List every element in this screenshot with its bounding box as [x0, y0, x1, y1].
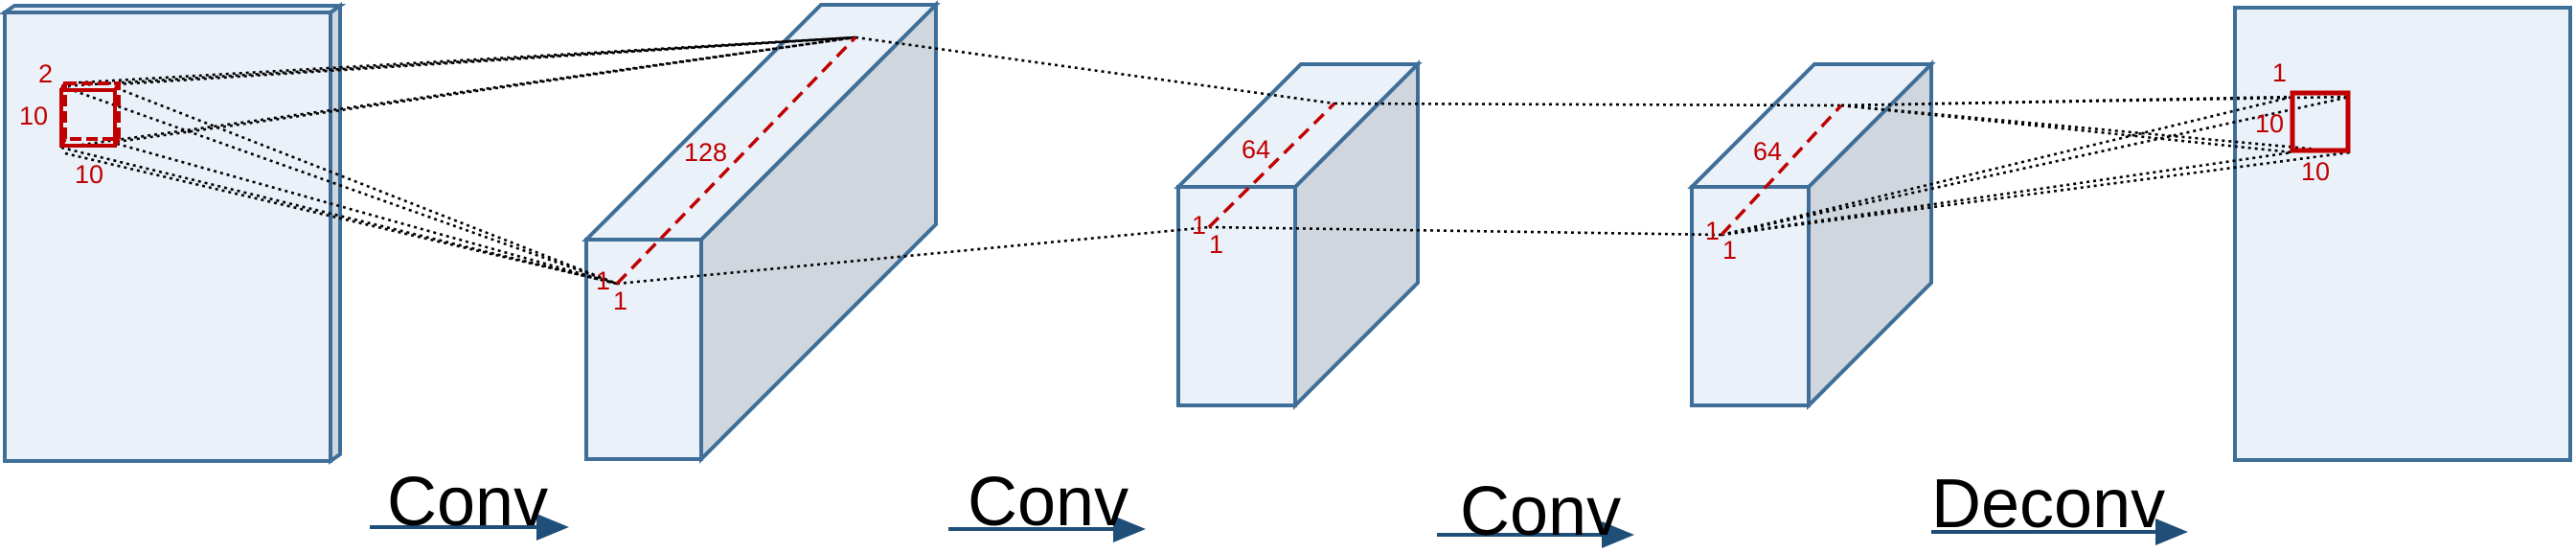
connector-line — [1840, 104, 2351, 154]
connector-line — [64, 151, 618, 286]
output-patch — [2290, 90, 2351, 153]
conv-block-2-height-label: 1 — [1192, 211, 1206, 240]
arrow-head-icon — [1113, 516, 1146, 542]
input-patch — [59, 81, 121, 148]
connector-line — [855, 35, 1335, 105]
input-patch-front — [59, 88, 117, 148]
conv-block-1-depth-label: 128 — [684, 138, 727, 167]
operation-label-4: Deconv — [1931, 466, 2165, 542]
output-image-front — [2233, 6, 2572, 462]
connector-line — [1721, 150, 2351, 237]
arrow-head-icon — [2155, 518, 2188, 545]
conv-block-3-front — [1690, 185, 1811, 407]
output-patch-depth-label: 1 — [2272, 58, 2287, 87]
connector-line — [116, 86, 618, 286]
conv-block-3-width-label: 1 — [1722, 236, 1737, 265]
conv-block-3-height-label: 1 — [1705, 217, 1720, 245]
conv-block-3-depth-label: 64 — [1753, 137, 1782, 166]
conv-block-2-width-label: 1 — [1209, 230, 1223, 259]
input-patch-edge — [59, 138, 67, 147]
conv-block-3-depth-line — [1720, 104, 1843, 237]
output-patch-width-label: 10 — [2301, 157, 2330, 186]
input-patch-edge — [113, 138, 121, 147]
conv-block-1 — [581, 0, 941, 464]
operation-label-3: Conv — [1460, 473, 1621, 550]
conv-block-2 — [1174, 59, 1423, 410]
input-image — [0, 2, 347, 465]
input-image-front — [3, 11, 332, 463]
input-patch-edge — [113, 82, 121, 91]
operation-label-2: Conv — [968, 464, 1128, 541]
conv-block-1-height-label: 1 — [596, 266, 610, 295]
conv-block-2-depth-line — [1207, 102, 1336, 229]
operation-label-1: Conv — [387, 464, 548, 541]
conv-block-3 — [1687, 59, 1936, 410]
conv-block-1-front — [584, 238, 703, 461]
conv-block-2-front — [1176, 185, 1297, 407]
input-patch-height-label: 10 — [19, 102, 48, 130]
connector-line — [1208, 225, 1722, 237]
connector-line — [116, 35, 856, 86]
input-patch-back — [63, 81, 121, 141]
conv-block-1-depth-line — [615, 35, 857, 286]
input-patch-depth-label: 2 — [38, 59, 53, 88]
conv-block-1-width-label: 1 — [613, 287, 627, 315]
connector-line — [60, 84, 618, 286]
connector-line — [64, 35, 856, 85]
operation-arrows — [370, 514, 2188, 548]
arrow-head-icon — [536, 514, 569, 541]
input-patch-edge — [59, 82, 67, 91]
depth-lines — [615, 35, 1843, 286]
input-patch-width-label: 10 — [75, 160, 103, 189]
output-image — [2233, 6, 2572, 462]
connector-line — [616, 225, 1210, 286]
connection-lines — [60, 35, 2351, 286]
output-patch-height-label: 10 — [2255, 109, 2284, 138]
connector-line — [1840, 95, 2351, 107]
conv-block-2-depth-label: 64 — [1242, 135, 1270, 164]
arrow-head-icon — [1602, 521, 1634, 548]
